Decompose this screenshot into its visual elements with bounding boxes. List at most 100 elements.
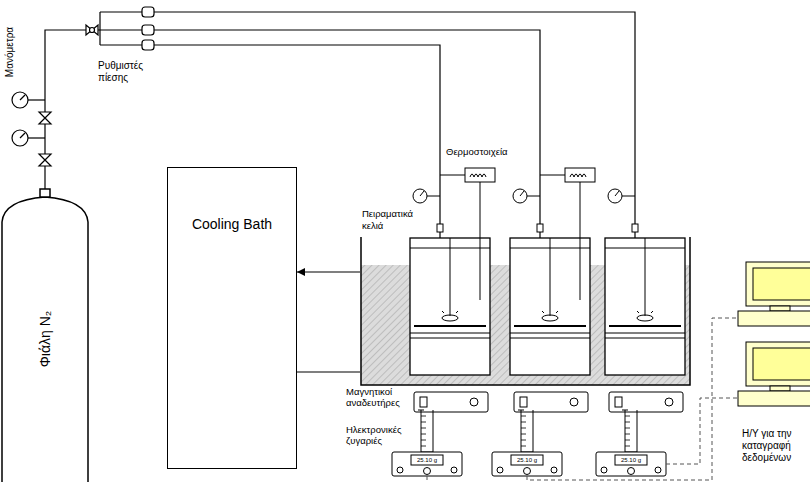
drawing-part — [615, 397, 622, 407]
drawing-part — [632, 224, 638, 232]
drawing-part — [392, 452, 462, 476]
drawing-part — [510, 333, 590, 334]
thermocouple-label: Θερμοστοιχεία — [446, 146, 518, 157]
drawing-part — [497, 467, 503, 473]
drawing-part — [645, 238, 646, 316]
drawing-part — [521, 422, 526, 423]
drawing-part — [540, 175, 565, 176]
pressure-regulator — [142, 40, 154, 50]
flow-connector — [297, 371, 360, 372]
drawing-part — [637, 315, 653, 321]
drawing-part — [608, 189, 622, 203]
node-label: Πειραματικά κελιά — [362, 208, 426, 232]
regulator-label: Ρυθμιστές πίεσης — [98, 60, 162, 84]
manifold — [99, 12, 100, 45]
drawing-part — [628, 468, 635, 475]
drawing-part — [596, 452, 666, 476]
drawing-part — [609, 325, 681, 327]
gauge-label: Μανόμετρα — [4, 20, 16, 84]
balance-display: 25.10 g — [411, 456, 443, 464]
drawing-part — [637, 311, 653, 313]
drawing-part — [625, 416, 630, 417]
drawing-part — [418, 410, 424, 411]
drawing-part — [580, 182, 581, 300]
computers — [738, 262, 810, 406]
drawing-part — [410, 333, 490, 334]
drawing-part — [421, 422, 426, 423]
drawing-part — [414, 325, 486, 327]
drawing-part — [514, 325, 586, 327]
drawing-part — [510, 238, 590, 375]
drawing-part — [605, 238, 685, 375]
drawing-part — [625, 422, 630, 423]
drawing-part — [615, 455, 647, 465]
drawing-part — [521, 440, 526, 441]
monitor-screen — [753, 348, 810, 380]
gauge-needle — [20, 95, 25, 100]
drawing-part — [625, 446, 630, 447]
drawing-part — [521, 428, 526, 429]
drawing-part — [570, 398, 578, 406]
monitor-stand — [770, 306, 790, 311]
main-pipe — [45, 30, 86, 189]
drawing-part — [625, 440, 630, 441]
data-cables — [427, 318, 738, 482]
data-cable — [666, 398, 738, 464]
drawing-part — [421, 434, 426, 435]
cylinder-neck — [40, 189, 50, 197]
gas-line — [100, 30, 540, 238]
electronic-balance — [596, 410, 666, 476]
drawing-part — [550, 238, 551, 316]
drawing-part — [421, 440, 426, 441]
drawing-part — [521, 410, 533, 452]
gauge-needle — [20, 133, 25, 138]
drawing-part — [542, 315, 558, 321]
gauge-pipe — [28, 137, 45, 138]
drawing-part — [442, 315, 458, 321]
drawing-part — [521, 416, 526, 417]
drawing-part — [521, 434, 526, 435]
data-cable — [527, 318, 738, 480]
balance-display: 25.10 g — [511, 456, 543, 464]
drawing-part — [421, 428, 426, 429]
drawing-part — [518, 410, 524, 411]
drawing-part — [622, 196, 635, 197]
drawing-part — [510, 338, 590, 339]
valve-symbol — [39, 112, 51, 124]
drawing-part — [524, 468, 531, 475]
drawing-part — [601, 467, 607, 473]
gauge-pipe — [28, 99, 45, 100]
drawing-part — [605, 338, 685, 339]
data-cable — [427, 476, 428, 482]
computer-case — [738, 391, 810, 406]
electronic-balance — [392, 410, 462, 476]
flow-connector — [297, 271, 360, 272]
drawing-part — [421, 416, 426, 417]
drawing-part — [605, 333, 685, 334]
drawing-part — [410, 338, 490, 339]
drawing-part — [465, 168, 495, 182]
node-label: Cooling Bath — [168, 168, 296, 232]
drawing-part — [520, 191, 524, 196]
drawing-part — [521, 446, 526, 447]
bath-wall — [361, 237, 690, 385]
drawing-part — [480, 182, 481, 300]
drawing-part — [514, 392, 588, 412]
drawing-part — [421, 410, 433, 452]
gas-piping — [28, 12, 635, 238]
drawing-part — [527, 196, 540, 197]
magnetic-stirrer — [609, 392, 683, 412]
gas-line — [100, 45, 440, 238]
drawing-part — [411, 455, 443, 465]
pressure-regulator — [142, 7, 154, 17]
monitor-screen — [753, 268, 810, 300]
balance-display: 25.10 g — [615, 456, 647, 464]
pressure-gauge — [12, 130, 28, 146]
node-label: Φιάλη N₂ — [37, 279, 53, 399]
gas-cylinder — [2, 189, 88, 482]
cells — [392, 168, 685, 476]
drawing-part — [542, 311, 558, 313]
drawing-part — [397, 467, 403, 473]
drawing-part — [609, 392, 683, 412]
